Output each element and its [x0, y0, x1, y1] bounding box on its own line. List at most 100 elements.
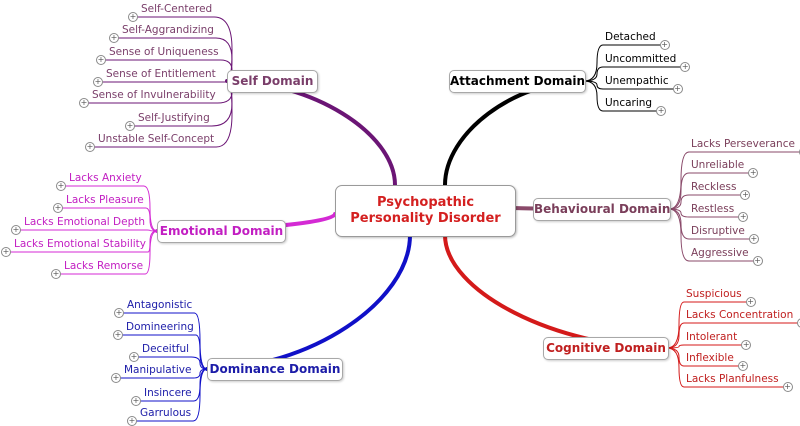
- self-item[interactable]: Self-Justifying: [138, 112, 210, 124]
- self-item[interactable]: Self-Centered: [141, 3, 213, 15]
- cognitive-expand-icon[interactable]: +: [782, 382, 793, 392]
- cognitive-item-connector: [666, 347, 685, 367]
- cognitive-expand-icon[interactable]: +: [737, 361, 748, 371]
- behavioural-item[interactable]: Lacks Perseverance: [691, 138, 795, 150]
- dominance-item[interactable]: Insincere: [144, 387, 192, 399]
- behavioural-item[interactable]: Disruptive: [691, 225, 745, 237]
- cognitive-item[interactable]: Lacks Concentration: [686, 309, 794, 321]
- central-topic[interactable]: Psychopathic Personality Disorder: [335, 185, 516, 237]
- dominance-expand-icon[interactable]: +: [129, 352, 139, 362]
- emotional-expand-icon[interactable]: +: [11, 225, 21, 235]
- dominance-expand-icon[interactable]: +: [113, 330, 123, 340]
- emotional-domain-node[interactable]: Emotional Domain: [157, 220, 286, 243]
- emotional-item-connector: [143, 185, 158, 232]
- emotional-expand-icon[interactable]: +: [53, 203, 63, 213]
- behavioural-item-connector: [668, 208, 690, 218]
- dominance-item-connector: [195, 334, 208, 370]
- emotional-item[interactable]: Lacks Pleasure: [66, 194, 144, 206]
- dominance-item[interactable]: Antagonistic: [127, 299, 193, 311]
- dominance-expand-icon[interactable]: +: [111, 373, 121, 383]
- attachment-expand-icon[interactable]: +: [656, 106, 667, 116]
- attachment-item-connector: [583, 44, 604, 82]
- dominance-item[interactable]: Manipulative: [124, 364, 192, 376]
- self-item[interactable]: Sense of Invulnerability: [92, 89, 216, 101]
- behavioural-item-connector: [668, 172, 690, 210]
- self-expand-icon[interactable]: +: [128, 12, 138, 22]
- behavioural-domain-node[interactable]: Behavioural Domain: [533, 198, 671, 221]
- cognitive-item-connector: [666, 344, 685, 349]
- attachment-item-connector: [583, 80, 604, 90]
- behavioural-expand-icon[interactable]: +: [752, 256, 763, 266]
- attachment-item-connector: [583, 66, 604, 82]
- cognitive-expand-icon[interactable]: +: [745, 297, 756, 307]
- dominance-item-connector: [190, 356, 208, 370]
- attachment-branch: [443, 79, 586, 187]
- emotional-expand-icon[interactable]: +: [51, 269, 61, 279]
- emotional-item-connector: [145, 207, 158, 232]
- behavioural-expand-icon[interactable]: +: [748, 234, 759, 244]
- emotional-item[interactable]: Lacks Emotional Stability: [14, 238, 146, 250]
- dominance-expand-icon[interactable]: +: [127, 416, 137, 426]
- attachment-item[interactable]: Uncaring: [605, 97, 653, 109]
- central-topic-line1: Psychopathic: [376, 195, 475, 210]
- dominance-item-connector: [192, 368, 208, 422]
- cognitive-item[interactable]: Suspicious: [686, 288, 742, 300]
- cognitive-branch: [443, 233, 669, 350]
- behavioural-expand-icon[interactable]: +: [740, 190, 751, 200]
- cognitive-item-connector: [666, 322, 685, 349]
- attachment-item[interactable]: Uncommitted: [605, 53, 677, 65]
- behavioural-item[interactable]: Aggressive: [691, 247, 749, 259]
- self-item[interactable]: Unstable Self-Concept: [98, 133, 215, 145]
- cognitive-expand-icon[interactable]: +: [741, 340, 752, 350]
- emotional-item-connector: [146, 229, 158, 232]
- self-item[interactable]: Sense of Uniqueness: [109, 46, 219, 58]
- self-expand-icon[interactable]: +: [93, 77, 103, 87]
- self-expand-icon[interactable]: +: [125, 121, 135, 131]
- attachment-item[interactable]: Detached: [605, 31, 656, 43]
- dominance-item[interactable]: Domineering: [126, 321, 194, 333]
- attachment-item[interactable]: Unempathic: [605, 75, 669, 87]
- self-expand-icon[interactable]: +: [79, 98, 89, 108]
- attachment-domain-node[interactable]: Attachment Domain: [449, 70, 586, 93]
- self-item[interactable]: Self-Aggrandizing: [122, 24, 214, 36]
- self-expand-icon[interactable]: +: [96, 55, 106, 65]
- dominance-branch: [205, 233, 412, 371]
- cognitive-item-connector: [666, 301, 685, 349]
- central-topic-line2: Personality Disorder: [350, 211, 501, 226]
- behavioural-item-connector: [668, 208, 690, 262]
- dominance-item[interactable]: Deceitful: [142, 343, 190, 355]
- dominance-expand-icon[interactable]: +: [114, 308, 124, 318]
- emotional-expand-icon[interactable]: +: [1, 247, 11, 257]
- attachment-expand-icon[interactable]: +: [659, 40, 670, 50]
- dominance-expand-icon[interactable]: +: [131, 396, 141, 406]
- behavioural-item[interactable]: Reckless: [691, 181, 737, 193]
- attachment-item-connector: [583, 80, 604, 112]
- emotional-item[interactable]: Lacks Emotional Depth: [24, 216, 146, 228]
- emotional-item[interactable]: Lacks Remorse: [64, 260, 144, 272]
- cognitive-item[interactable]: Lacks Planfulness: [686, 373, 779, 385]
- behavioural-item[interactable]: Restless: [691, 203, 735, 215]
- emotional-item[interactable]: Lacks Anxiety: [69, 172, 142, 184]
- emotional-expand-icon[interactable]: +: [56, 181, 66, 191]
- behavioural-item[interactable]: Unreliable: [691, 159, 745, 171]
- behavioural-expand-icon[interactable]: +: [748, 168, 759, 178]
- cognitive-item[interactable]: Inflexible: [686, 352, 734, 364]
- self-item[interactable]: Sense of Entitlement: [106, 68, 216, 80]
- self-expand-icon[interactable]: +: [109, 33, 119, 43]
- self-branch: [225, 79, 397, 187]
- cognitive-item-connector: [666, 347, 685, 388]
- behavioural-item-connector: [668, 151, 690, 210]
- dominance-item[interactable]: Garrulous: [140, 407, 192, 419]
- dominance-domain-node[interactable]: Dominance Domain: [207, 358, 343, 381]
- dominance-item-connector: [192, 368, 208, 379]
- behavioural-expand-icon[interactable]: +: [738, 212, 749, 222]
- self-domain-node[interactable]: Self Domain: [227, 70, 318, 93]
- attachment-expand-icon[interactable]: +: [672, 84, 683, 94]
- cognitive-item[interactable]: Intolerant: [686, 331, 738, 343]
- behavioural-item-connector: [668, 194, 690, 210]
- self-expand-icon[interactable]: +: [85, 142, 95, 152]
- cognitive-domain-node[interactable]: Cognitive Domain: [543, 337, 669, 360]
- attachment-expand-icon[interactable]: +: [680, 62, 691, 72]
- dominance-item-connector: [193, 312, 208, 370]
